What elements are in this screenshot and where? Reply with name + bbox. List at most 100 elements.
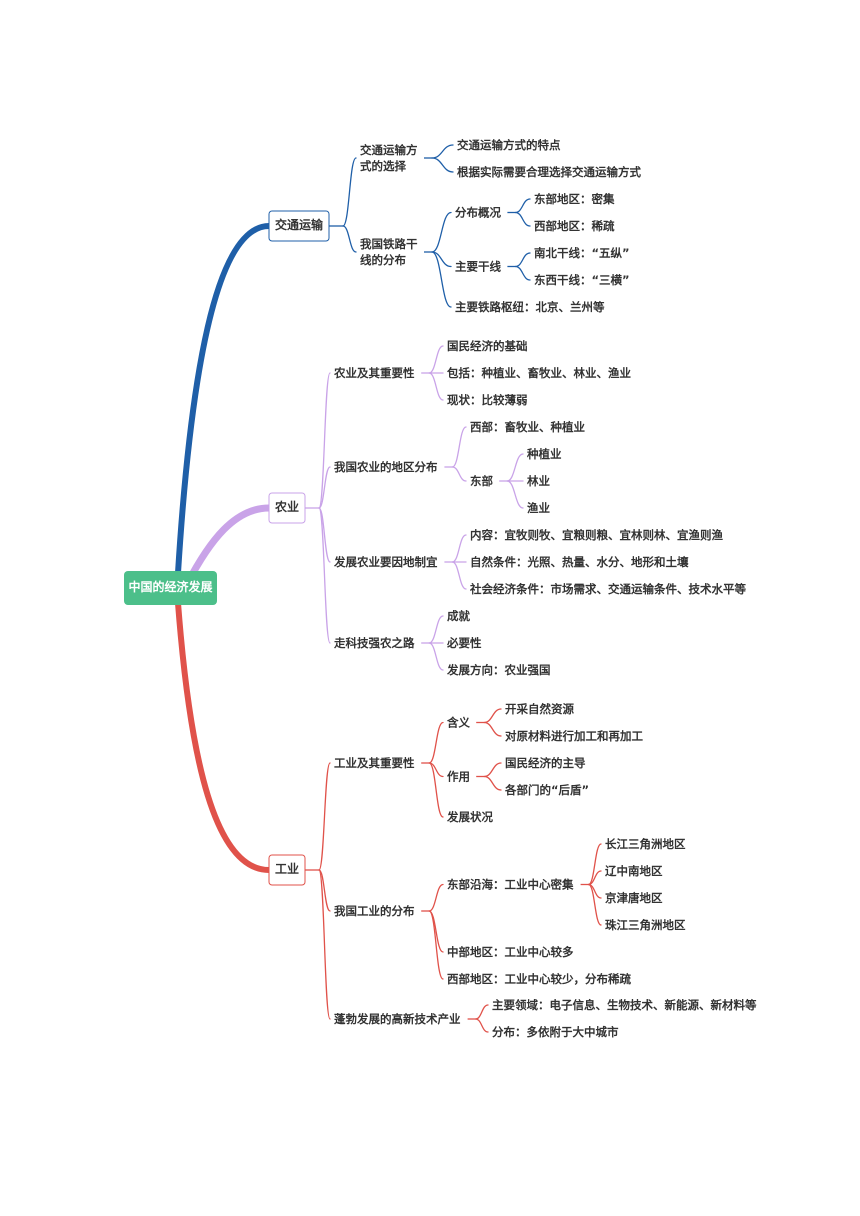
branch-node-1[interactable] [268, 492, 306, 524]
connector-line [587, 870, 602, 886]
leaf-node-1-0-0[interactable]: 国民经济的基础 [447, 339, 528, 353]
connector-line [451, 561, 467, 590]
leaf-node-1-0-1[interactable]: 包括：种植业、畜牧业、林业、渔业 [446, 366, 631, 380]
connector-line [318, 466, 331, 509]
connector-line [451, 426, 467, 468]
branch-connector [175, 223, 272, 576]
leaf-node-1-3-2[interactable]: 发展方向：农业强国 [446, 663, 551, 677]
leaf-node-0-1-0-0[interactable]: 东部地区：密集 [534, 192, 615, 206]
connector-line [506, 453, 524, 482]
branch-label-2: 工业 [275, 861, 299, 876]
connector-line [474, 1004, 489, 1020]
leaf-node-1-3-0[interactable]: 成就 [447, 609, 470, 623]
topic-node-2-2[interactable]: 蓬勃发展的高新技术产业 [334, 1012, 461, 1026]
topic-node-2-1[interactable]: 我国工业的分布 [334, 904, 415, 918]
leaf-node-1-1-0[interactable]: 西部：畜牧业、种植业 [470, 420, 585, 434]
leaf-node-0-1-1-0[interactable]: 南北干线：“五纵” [534, 246, 630, 260]
connector-line [514, 211, 531, 227]
branch-node-2[interactable] [268, 854, 306, 886]
connector-line [342, 225, 357, 253]
connector-line [428, 642, 444, 671]
topic-node-2-0-1[interactable]: 作用 [447, 770, 470, 784]
leaf-node-1-1-1-0[interactable]: 种植业 [526, 447, 562, 461]
topic-node-0-1-0[interactable]: 分布概况 [455, 206, 501, 220]
topic-node-1-1[interactable]: 我国农业的地区分布 [334, 460, 438, 474]
connector-line [428, 345, 444, 374]
branch-connector [183, 504, 273, 588]
connector-line [318, 869, 331, 1020]
topic-node-2-0-0[interactable]: 含义 [446, 716, 470, 730]
connector-line [428, 615, 444, 644]
leaf-node-2-0-1-1[interactable]: 各部门的“后盾” [504, 783, 589, 797]
branch-label-0: 交通运输 [275, 217, 324, 232]
connector-line [483, 775, 502, 791]
connector-line [431, 157, 454, 173]
leaf-node-0-1-2[interactable]: 主要铁路枢纽：北京、兰州等 [455, 300, 605, 314]
topic-node-1-3[interactable]: 走科技强农之路 [333, 636, 415, 650]
leaf-node-2-1-0-1[interactable]: 辽中南地区 [605, 864, 663, 878]
leaf-node-2-0-2[interactable]: 发展状况 [446, 810, 493, 824]
topic-node-0-0-line: 交通运输方 [360, 143, 418, 157]
leaf-node-1-2-1[interactable]: 自然条件：光照、热量、水分、地形和土壤 [470, 555, 689, 569]
connector-line [587, 883, 602, 926]
leaf-node-1-1-1-1[interactable]: 林业 [527, 474, 550, 488]
connector-line [431, 144, 454, 159]
connector-line [342, 157, 357, 227]
connector-line [483, 762, 502, 778]
topic-node-0-1-1[interactable]: 主要干线 [455, 260, 501, 274]
connector-line [428, 883, 444, 912]
leaf-node-2-2-1[interactable]: 分布：多依附于大中城市 [492, 1025, 619, 1039]
topic-node-0-1-line: 线的分布 [360, 253, 406, 267]
connector-line [428, 910, 444, 980]
leaf-node-1-3-1[interactable]: 必要性 [446, 636, 482, 650]
connector-line [587, 843, 602, 886]
connector-line [474, 1018, 489, 1033]
connector-line [431, 251, 452, 308]
leaf-node-1-1-1-2[interactable]: 渔业 [527, 501, 550, 515]
topic-node-1-0[interactable]: 农业及其重要性 [333, 366, 415, 380]
topic-node-2-1-0[interactable]: 东部沿海：工业中心密集 [447, 878, 574, 892]
leaf-node-2-1-0-2[interactable]: 京津唐地区 [605, 891, 663, 905]
topic-node-0-0[interactable]: 交通运输方式的选择 [360, 143, 418, 173]
branch-connector [175, 600, 272, 873]
topic-node-1-1-1[interactable]: 东部 [470, 474, 493, 488]
leaf-node-1-2-2[interactable]: 社会经济条件：市场需求、交通运输条件、技术水平等 [469, 582, 746, 596]
connector-line [318, 762, 331, 871]
connector-line [514, 265, 531, 281]
root-node[interactable] [124, 571, 217, 605]
leaf-node-2-1-1[interactable]: 中部地区：工业中心较多 [447, 945, 574, 959]
root-label: 中国的经济发展 [128, 579, 212, 594]
connector-line [483, 721, 502, 737]
leaf-node-2-0-0-1[interactable]: 对原材料进行加工和再加工 [505, 729, 643, 743]
connector-line [514, 198, 531, 214]
topic-node-2-0[interactable]: 工业及其重要性 [334, 756, 415, 770]
connector-line [428, 721, 444, 764]
mind-map-connectors [175, 144, 602, 1033]
topic-node-0-1[interactable]: 我国铁路干线的分布 [360, 237, 418, 267]
connector-line [428, 762, 444, 818]
connector-line [514, 252, 531, 268]
leaf-node-0-0-0[interactable]: 交通运输方式的特点 [457, 138, 561, 152]
connector-line [318, 507, 331, 644]
leaf-node-1-0-2[interactable]: 现状：比较薄弱 [447, 393, 528, 407]
topic-node-0-0-line: 式的选择 [360, 159, 406, 173]
connector-line [431, 211, 452, 253]
branch-node-0[interactable] [268, 210, 330, 242]
connector-line [451, 534, 467, 563]
leaf-node-2-1-2[interactable]: 西部地区：工业中心较少，分布稀疏 [447, 972, 631, 986]
topic-node-1-2[interactable]: 发展农业要因地制宜 [333, 555, 438, 569]
leaf-node-2-0-0-0[interactable]: 开采自然资源 [505, 702, 574, 716]
mind-map-nodes: 中国的经济发展 交通运输 交通运输方式的选择 交通运输方式的特点根据实际需要合理选择交… [124, 138, 757, 1039]
leaf-node-2-1-0-0[interactable]: 长江三角洲地区 [605, 837, 686, 851]
leaf-node-1-2-0[interactable]: 内容：宜牧则牧、宜粮则粮、宜林则林、宜渔则渔 [470, 528, 723, 542]
topic-node-0-1-line: 我国铁路干 [360, 237, 418, 251]
connector-line [428, 372, 444, 401]
leaf-node-0-1-1-1[interactable]: 东西干线：“三横” [534, 273, 630, 287]
leaf-node-0-1-0-1[interactable]: 西部地区：稀疏 [534, 219, 615, 233]
connector-line [318, 372, 331, 509]
leaf-node-2-2-0[interactable]: 主要领域：电子信息、生物技术、新能源、新材料等 [492, 998, 757, 1012]
leaf-node-2-0-1-0[interactable]: 国民经济的主导 [505, 756, 586, 770]
leaf-node-0-0-1[interactable]: 根据实际需要合理选择交通运输方式 [457, 165, 641, 179]
leaf-node-2-1-0-3[interactable]: 珠江三角洲地区 [605, 918, 686, 932]
